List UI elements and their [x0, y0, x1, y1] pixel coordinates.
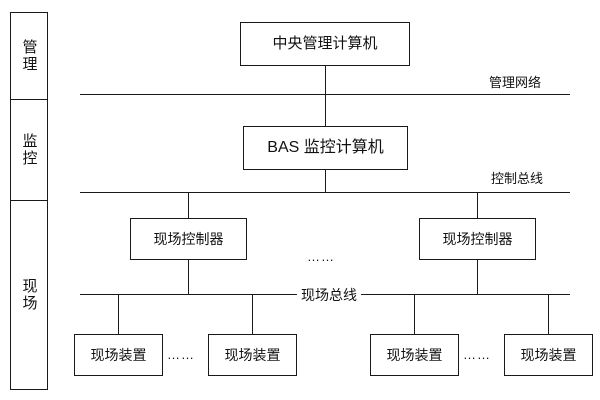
stage-label-field: 现场 — [20, 278, 38, 312]
node-field-controller-left-label: 现场控制器 — [153, 230, 224, 247]
bus-label-management-network: 管理网络 — [485, 72, 546, 91]
node-central-computer: 中央管理计算机 — [240, 22, 410, 66]
ellipsis-devices-gap-right: …… — [463, 347, 491, 362]
link-controller-right-to-field-bus — [477, 260, 478, 294]
node-field-device-1: 现场装置 — [74, 334, 163, 376]
stage-divider-1 — [11, 99, 47, 100]
node-field-device-4-label: 现场装置 — [520, 346, 577, 363]
link-controller-left-to-field-bus — [188, 260, 189, 294]
node-bas-computer: BAS 监控计算机 — [243, 126, 408, 170]
bus-label-field-text: 现场总线 — [301, 287, 357, 303]
link-field-bus-to-device-4 — [548, 294, 549, 334]
ellipsis-devices-gap-right-text: …… — [463, 347, 491, 362]
node-field-device-3: 现场装置 — [370, 334, 459, 376]
node-field-controller-right: 现场控制器 — [419, 218, 536, 260]
stage-label-management: 管理 — [20, 39, 38, 73]
node-field-device-4: 现场装置 — [504, 334, 593, 376]
stage-cell-field: 现场 — [11, 201, 47, 389]
node-field-device-2-label: 现场装置 — [224, 346, 281, 363]
node-field-device-3-label: 现场装置 — [386, 346, 443, 363]
link-central-to-mgmt-network — [325, 66, 326, 94]
stage-cell-management: 管理 — [11, 13, 47, 99]
node-field-controller-left: 现场控制器 — [130, 218, 247, 260]
bus-control — [80, 192, 570, 193]
node-central-computer-label: 中央管理计算机 — [272, 35, 378, 52]
bus-label-control-text: 控制总线 — [491, 171, 544, 186]
link-control-bus-to-controller-right — [477, 192, 478, 218]
stage-column: 管理 监控 现场 — [10, 12, 48, 390]
ellipsis-controllers-gap: …… — [307, 249, 335, 264]
link-control-bus-to-controller-left — [188, 192, 189, 218]
stage-cell-supervision: 监控 — [11, 100, 47, 200]
link-field-bus-to-device-2 — [252, 294, 253, 334]
node-field-device-1-label: 现场装置 — [90, 346, 147, 363]
link-bas-to-control-bus — [325, 170, 326, 192]
ellipsis-devices-gap-left: …… — [167, 347, 195, 362]
bus-label-control: 控制总线 — [487, 168, 548, 187]
node-bas-computer-label: BAS 监控计算机 — [267, 139, 384, 157]
ellipsis-controllers-gap-text: …… — [307, 249, 335, 264]
link-field-bus-to-device-1 — [118, 294, 119, 334]
stage-label-supervision: 监控 — [20, 133, 38, 167]
stage-divider-2 — [11, 200, 47, 201]
bus-label-field: 现场总线 — [297, 285, 361, 305]
node-field-device-2: 现场装置 — [208, 334, 297, 376]
ellipsis-devices-gap-left-text: …… — [167, 347, 195, 362]
link-field-bus-to-device-3 — [414, 294, 415, 334]
node-field-controller-right-label: 现场控制器 — [442, 230, 513, 247]
link-mgmt-network-to-bas — [325, 94, 326, 126]
bus-label-management-network-text: 管理网络 — [489, 75, 542, 90]
